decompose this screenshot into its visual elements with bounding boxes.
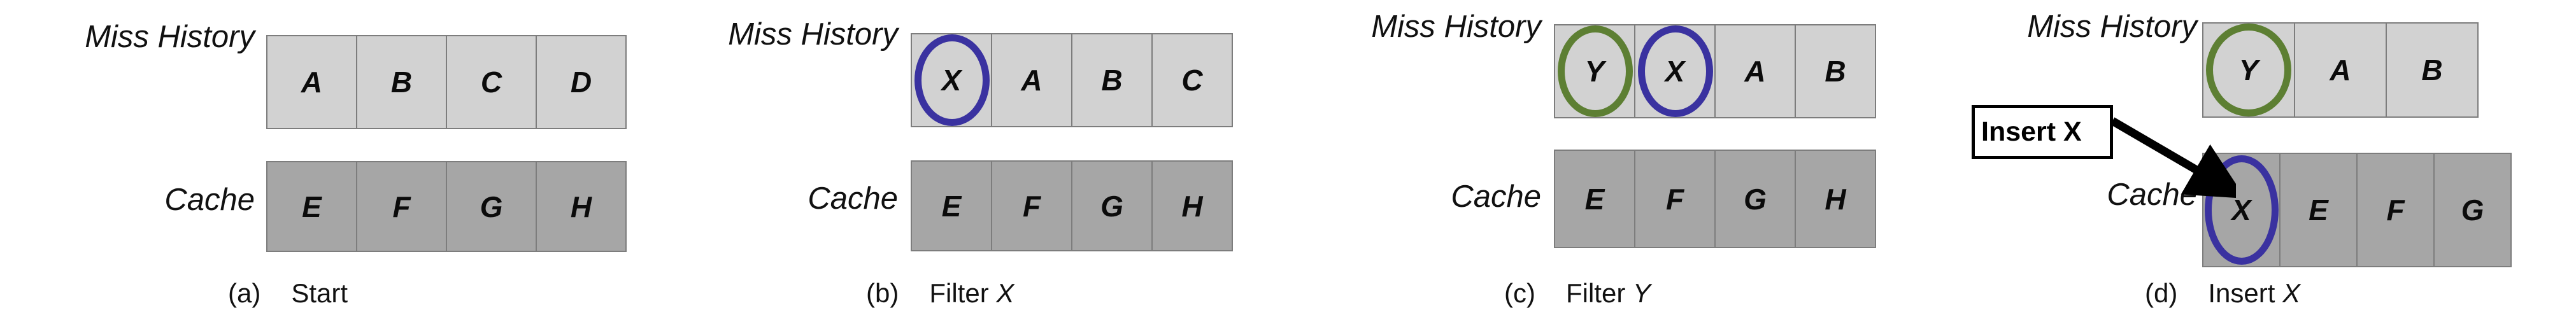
cache-strip-a: E F G H	[266, 161, 627, 252]
cache-cell[interactable]: E	[266, 161, 357, 252]
panel-caption-d: (d) Insert X	[2145, 280, 2300, 307]
cache-cell[interactable]: G	[1071, 160, 1153, 251]
history-cell[interactable]: Y	[1554, 24, 1635, 118]
panel-caption-text: Filter	[929, 278, 989, 308]
panel-caption-a: (a) Start	[228, 280, 348, 307]
cache-cell[interactable]: X	[2202, 153, 2281, 267]
cache-cell[interactable]: F	[2356, 153, 2435, 267]
miss-history-strip-c: Y X A B	[1554, 24, 1876, 118]
miss-history-strip-b: X A B C	[911, 33, 1233, 127]
panel-tag: (c)	[1504, 278, 1535, 308]
panel-b: Miss History X A B C Cache E F G H (b) Fi…	[644, 0, 1289, 322]
panel-tag: (d)	[2145, 278, 2178, 308]
history-cell[interactable]: A	[266, 35, 357, 129]
cache-cell[interactable]: F	[1634, 150, 1716, 248]
cache-label-d: Cache	[2107, 178, 2197, 212]
cache-cell[interactable]: G	[446, 161, 537, 252]
panel-caption-b: (b) Filter X	[866, 280, 1014, 307]
cache-strip-d: X E F G	[2202, 153, 2513, 267]
miss-history-label-b: Miss History	[728, 17, 898, 52]
history-cell[interactable]: C	[1151, 33, 1233, 127]
cache-cell[interactable]: F	[991, 160, 1072, 251]
history-cell[interactable]: B	[2386, 22, 2479, 118]
history-cell[interactable]: A	[2294, 22, 2387, 118]
panel-caption-italic: X	[2282, 278, 2301, 308]
history-cell[interactable]: X	[1634, 24, 1716, 118]
panel-tag: (b)	[866, 278, 899, 308]
panel-caption-text: Start	[291, 278, 348, 308]
panel-caption-c: (c) Filter Y	[1504, 280, 1651, 307]
history-cell[interactable]: B	[1795, 24, 1876, 118]
miss-history-strip-d: Y A B	[2202, 22, 2479, 118]
cache-cell[interactable]: H	[1151, 160, 1233, 251]
history-cell[interactable]: B	[1071, 33, 1153, 127]
cache-cell[interactable]: E	[2279, 153, 2358, 267]
panel-caption-text: Filter	[1565, 278, 1626, 308]
cache-cell[interactable]: H	[536, 161, 627, 252]
panel-d: Miss History Y A B Cache X E F G Insert …	[1933, 0, 2576, 322]
panel-a: Miss History A B C D Cache E F G H (a) St…	[0, 0, 644, 322]
cache-strip-b: E F G H	[911, 160, 1233, 251]
panel-caption-text: Insert	[2208, 278, 2275, 308]
history-cell[interactable]: D	[536, 35, 627, 129]
history-cell[interactable]: A	[991, 33, 1072, 127]
cache-label-b: Cache	[808, 181, 898, 216]
history-cell[interactable]: Y	[2202, 22, 2295, 118]
cache-cell[interactable]: H	[1795, 150, 1876, 248]
cache-label-c: Cache	[1451, 179, 1541, 214]
miss-history-label-d: Miss History	[2027, 10, 2197, 44]
cache-label-a: Cache	[164, 183, 255, 217]
history-cell[interactable]: A	[1714, 24, 1796, 118]
history-cell[interactable]: X	[911, 33, 992, 127]
miss-history-strip-a: A B C D	[266, 35, 627, 129]
miss-history-label-a: Miss History	[85, 20, 255, 54]
panel-tag: (a)	[228, 278, 261, 308]
cache-cell[interactable]: E	[911, 160, 992, 251]
cache-strip-c: E F G H	[1554, 150, 1876, 248]
miss-history-label-c: Miss History	[1371, 10, 1541, 44]
panel-caption-italic: Y	[1633, 278, 1651, 308]
insert-x-callout-label: Insert X	[1981, 116, 2082, 147]
history-cell[interactable]: B	[356, 35, 447, 129]
panel-caption-italic: X	[996, 278, 1014, 308]
cache-cell[interactable]: G	[2433, 153, 2512, 267]
cache-cell[interactable]: F	[356, 161, 447, 252]
cache-cell[interactable]: G	[1714, 150, 1796, 248]
panel-c: Miss History Y X A B Cache E F G H (c) Fi…	[1289, 0, 1933, 322]
cache-cell[interactable]: E	[1554, 150, 1635, 248]
insert-x-callout[interactable]: Insert X	[1972, 105, 2113, 159]
history-cell[interactable]: C	[446, 35, 537, 129]
